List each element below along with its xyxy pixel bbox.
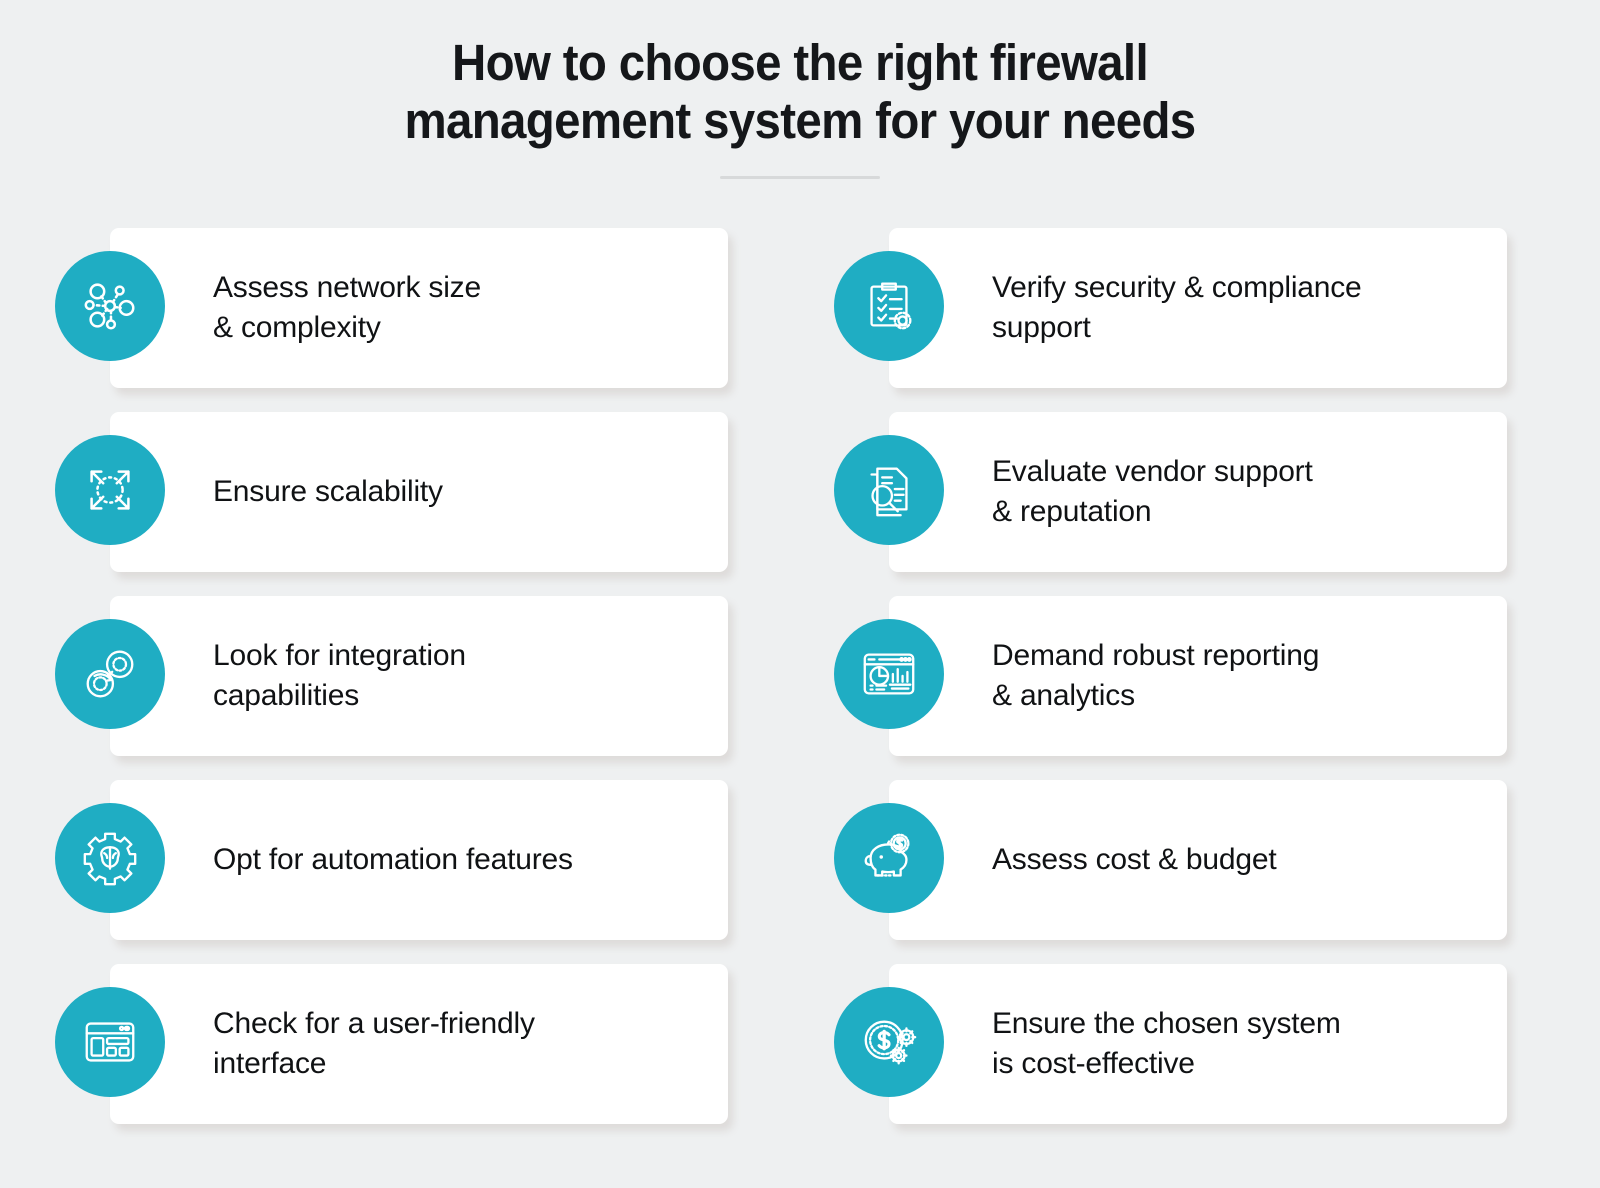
list-item[interactable]: Ensure the chosen system is cost-effecti… — [834, 964, 1600, 1148]
list-item-label: Check for a user-friendly interface — [213, 1007, 535, 1080]
list-item[interactable]: Verify security & compliance support — [834, 228, 1600, 412]
browser-layout-interface-icon — [55, 987, 165, 1097]
card-integration-capabilities[interactable] — [110, 596, 728, 756]
network-nodes-icon — [55, 251, 165, 361]
card-assess-network-size[interactable] — [110, 228, 728, 388]
card-user-friendly-interface[interactable] — [110, 964, 728, 1124]
card-ensure-scalability[interactable] — [110, 412, 728, 572]
clipboard-checklist-seal-icon — [834, 251, 944, 361]
header: How to choose the right firewall managem… — [0, 34, 1600, 179]
list-item-label: Ensure the chosen system is cost-effecti… — [992, 1007, 1341, 1080]
page-title-line-1: How to choose the right firewall — [452, 34, 1149, 91]
cards-grid: Assess network size & complexity Ensure … — [0, 228, 1600, 1148]
card-cost-budget[interactable] — [889, 780, 1507, 940]
list-item[interactable]: Assess network size & complexity — [55, 228, 821, 412]
page-title: How to choose the right firewall managem… — [56, 34, 1544, 150]
card-automation-features[interactable] — [110, 780, 728, 940]
card-cost-effective[interactable] — [889, 964, 1507, 1124]
card-security-compliance[interactable] — [889, 228, 1507, 388]
piggy-bank-coin-icon — [834, 803, 944, 913]
list-item[interactable]: Ensure scalability — [55, 412, 821, 596]
expand-arrows-scalability-icon — [55, 435, 165, 545]
left-column: Assess network size & complexity Ensure … — [0, 228, 821, 1148]
list-item-label: Demand robust reporting & analytics — [992, 639, 1320, 712]
list-item[interactable]: Opt for automation features — [55, 780, 821, 964]
list-item[interactable]: Assess cost & budget — [834, 780, 1600, 964]
right-column: Verify security & compliance support — [821, 228, 1600, 1148]
gear-brain-automation-icon — [55, 803, 165, 913]
list-item-label: Assess network size & complexity — [213, 271, 481, 344]
list-item-label: Evaluate vendor support & reputation — [992, 455, 1313, 528]
list-item-label: Verify security & compliance support — [992, 271, 1362, 344]
list-item-label: Assess cost & budget — [992, 843, 1277, 876]
list-item-label: Opt for automation features — [213, 843, 573, 876]
list-item[interactable]: Check for a user-friendly interface — [55, 964, 821, 1148]
list-item[interactable]: Evaluate vendor support & reputation — [834, 412, 1600, 596]
card-reporting-analytics[interactable] — [889, 596, 1507, 756]
list-item[interactable]: Demand robust reporting & analytics — [834, 596, 1600, 780]
linked-gears-integration-icon — [55, 619, 165, 729]
list-item[interactable]: Look for integration capabilities — [55, 596, 821, 780]
documents-magnifier-icon — [834, 435, 944, 545]
dollar-coin-gears-icon — [834, 987, 944, 1097]
page-title-line-2: management system for your needs — [404, 92, 1196, 149]
list-item-label: Look for integration capabilities — [213, 639, 466, 712]
card-vendor-support-reputation[interactable] — [889, 412, 1507, 572]
dashboard-charts-icon — [834, 619, 944, 729]
title-divider — [720, 176, 880, 179]
list-item-label: Ensure scalability — [213, 475, 443, 508]
